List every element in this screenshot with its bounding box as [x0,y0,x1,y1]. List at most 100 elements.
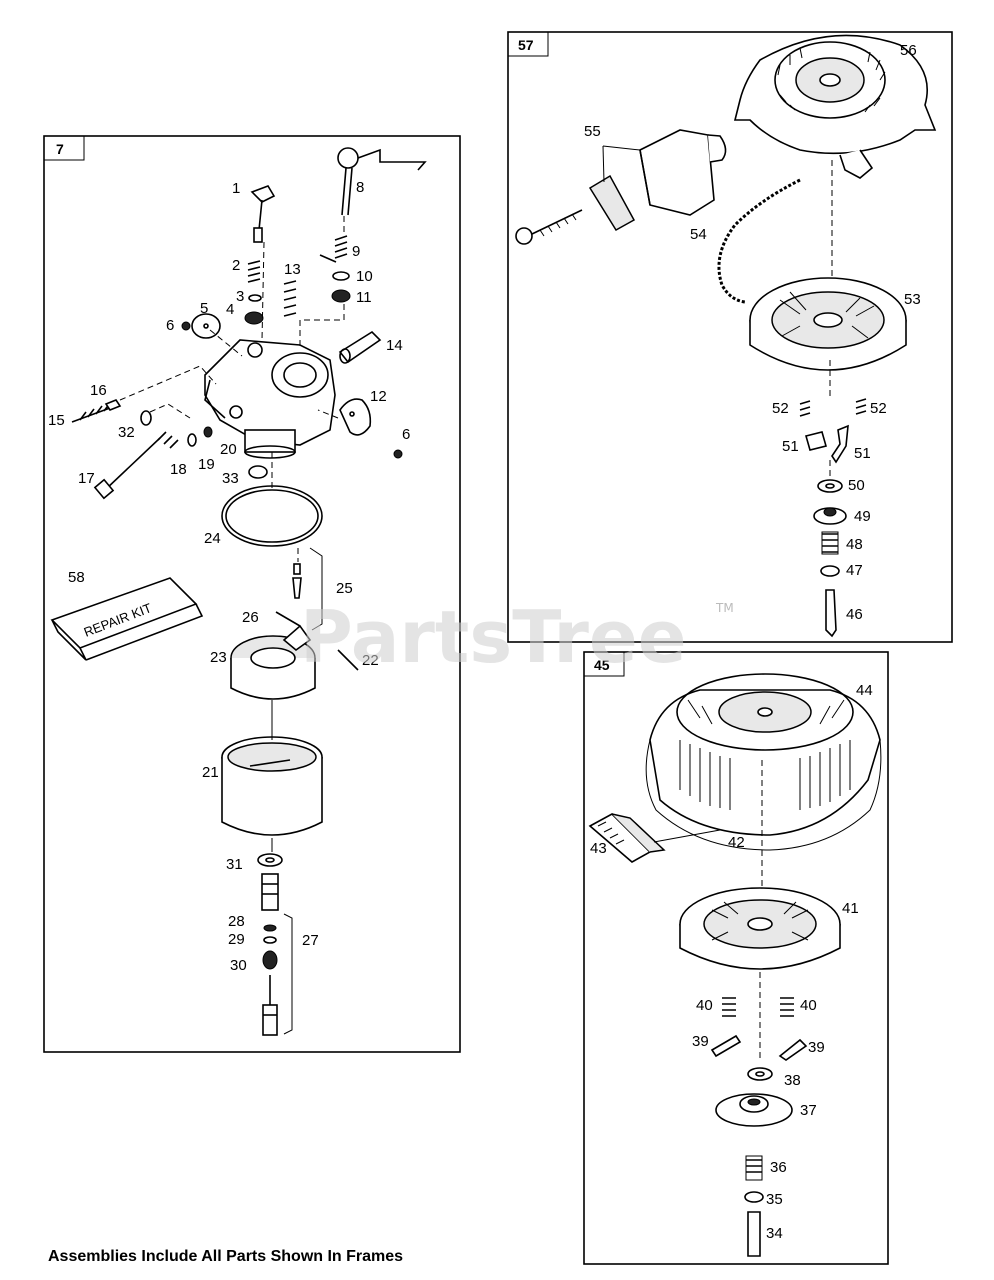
callout-46: 46 [846,606,863,623]
part-17-needle [93,437,161,500]
part-22-pin [337,649,359,671]
callout-41: 41 [842,900,859,917]
callout-10: 10 [356,268,373,285]
callout-9: 9 [352,243,360,260]
guide-32 [149,403,191,419]
part-40-spring-right [780,997,794,1017]
part-14-fitting [338,330,382,364]
part-47-washer [820,565,840,577]
part-58-repair-kit: REPAIR KIT [50,577,204,661]
callout-55: 55 [584,123,601,140]
callout-26: 26 [242,609,259,626]
callout-40-left: 40 [696,997,713,1014]
callout-27: 27 [302,932,319,949]
part-55-screw [515,209,583,245]
callout-25: 25 [336,580,353,597]
part-21-float-bowl [221,736,323,836]
part-26-pin [275,611,301,627]
part-5-plate [191,313,221,339]
part-44-starter-housing [645,673,882,851]
part-28-washer [263,924,277,932]
starter-upper-callouts: 56 55 54 53 52 52 51 51 50 49 48 47 46 [584,42,921,623]
callout-30: 30 [230,957,247,974]
bracket-25 [309,547,323,631]
callout-44: 44 [856,682,873,699]
callout-33: 33 [222,470,239,487]
part-19-washer [187,433,197,447]
part-37-retainer [715,1093,793,1127]
part-51-pawl-right [831,424,849,464]
callout-38: 38 [784,1072,801,1089]
part-53-pulley [749,277,907,371]
part-27-bolt [261,873,279,911]
part-56-starter-housing [733,34,937,179]
callout-31: 31 [226,856,243,873]
callout-23: 23 [210,649,227,666]
callout-40-right: 40 [800,997,817,1014]
callout-58: 58 [68,569,85,586]
starter-upper-frame-tag: 57 [518,37,534,53]
callout-21: 21 [202,764,219,781]
part-51-pawl-left [805,431,827,451]
callout-15: 15 [48,412,65,429]
callout-51-right: 51 [854,445,871,462]
callout-35: 35 [766,1191,783,1208]
callout-53: 53 [904,291,921,308]
part-6-screw-bottom [393,449,403,459]
callout-36: 36 [770,1159,787,1176]
callout-14: 14 [386,337,403,354]
starter-upper-frame-tag-box [507,31,549,57]
leader-55b [602,145,605,183]
callout-18: 18 [170,461,187,478]
part-15-needle [71,402,111,423]
part-25-needle [292,563,302,599]
callout-28: 28 [228,913,245,930]
part-20-seal [203,426,213,438]
guide-1 [261,241,265,341]
part-39-pawl-right [778,1038,808,1061]
part-24-gasket [221,485,323,547]
callout-51-left: 51 [782,438,799,455]
carburetor-frame [43,135,461,1053]
callout-1: 1 [232,180,240,197]
callout-5: 5 [200,300,208,317]
part-54-rope [717,178,801,304]
part-38-washer [747,1067,773,1081]
bracket-27 [283,913,293,1035]
callout-47: 47 [846,562,863,579]
callout-49: 49 [854,508,871,525]
callout-24: 24 [204,530,221,547]
callout-52-left: 52 [772,400,789,417]
carburetor-frame-tag: 7 [56,141,64,157]
part-48-spring [821,531,839,555]
callout-50: 50 [848,477,865,494]
part-9-spring [319,235,348,263]
part-18-spring [157,431,179,449]
part-52-spring-left [799,400,811,417]
part-11-seal [331,289,351,303]
callout-34: 34 [766,1225,783,1242]
part-29-washer [263,936,277,944]
part-39-pawl-left [710,1034,742,1058]
part-43-starter-handle [588,813,666,863]
part-1-linkage [250,185,276,243]
part-3-washer [248,294,262,302]
part-42-rope [653,829,721,843]
callout-6-bottom: 6 [402,426,410,443]
callout-32: 32 [118,424,135,441]
callout-3: 3 [236,288,244,305]
callout-22: 22 [362,652,379,669]
guide-11 [299,304,345,350]
part-49-retainer [813,507,847,525]
part-52-spring-right [855,398,867,415]
starter-lower-frame [583,651,889,1265]
callout-37: 37 [800,1102,817,1119]
callout-13: 13 [284,261,301,278]
callout-43: 43 [590,840,607,857]
watermark: PartsTree [300,595,687,679]
starter-lower-frame-tag-box [583,651,625,677]
carburetor-frame-tag-box [43,135,85,161]
part-4-seal [244,311,264,325]
part-30-spring [262,950,278,970]
